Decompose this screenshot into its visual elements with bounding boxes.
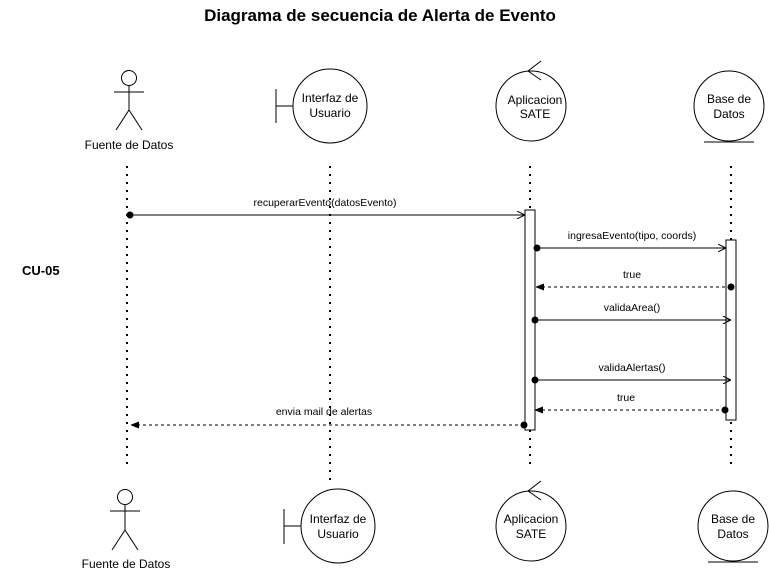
message-valida-alertas: validaAlertas(): [531, 362, 731, 384]
control-label-bottom-2: SATE: [516, 527, 546, 541]
control-label-top-1: Aplicacion: [508, 93, 563, 107]
entity-label-top-2: Datos: [713, 107, 744, 121]
boundary-top: [275, 68, 368, 144]
message-return-true-2: true: [536, 392, 729, 414]
entity-icon: [697, 490, 769, 562]
actor-top: [114, 70, 144, 131]
actor-icon: [117, 489, 133, 505]
message-label: validaArea(): [604, 302, 661, 314]
message-envia-mail: envia mail de alertas: [132, 406, 528, 429]
control-icon: [495, 70, 567, 142]
boundary-label-bottom-2: Usuario: [317, 527, 359, 541]
page-title: Diagrama de secuencia de Alerta de Event…: [204, 6, 556, 25]
control-top: [495, 60, 567, 142]
message-label: envia mail de alertas: [276, 406, 372, 418]
entity-bottom: [697, 490, 769, 563]
boundary-bottom: [283, 488, 376, 564]
message-label: ingresaEvento(tipo, coords): [568, 230, 696, 242]
control-label-bottom-1: Aplicacion: [504, 512, 559, 526]
boundary-label-bottom-1: Interfaz de: [310, 512, 367, 526]
actor-icon: [121, 70, 137, 86]
actor-label-top: Fuente de Datos: [85, 138, 174, 152]
entity-top: [693, 70, 765, 143]
boundary-label-top-2: Usuario: [309, 106, 351, 120]
actor-label-bottom: Fuente de Datos: [82, 557, 171, 571]
message-label: true: [623, 269, 641, 281]
message-return-true-1: true: [537, 269, 735, 291]
message-label: validaAlertas(): [598, 362, 665, 374]
entity-icon: [693, 70, 765, 142]
entity-label-bottom-1: Base de: [711, 512, 755, 526]
activation-bar-entity: [725, 239, 737, 421]
control-icon: [495, 490, 567, 562]
use-case-label: CU-05: [22, 263, 60, 278]
message-ingresa-evento: ingresaEvento(tipo, coords): [533, 230, 726, 252]
entity-label-bottom-2: Datos: [717, 527, 748, 541]
message-recuperar-evento: recuperarEvento(datosEvento): [126, 197, 525, 219]
message-label: recuperarEvento(datosEvento): [254, 197, 397, 209]
control-label-top-2: SATE: [520, 107, 550, 121]
actor-bottom: [110, 489, 140, 551]
lifelines: [126, 166, 732, 482]
boundary-label-top-1: Interfaz de: [302, 91, 359, 105]
control-bottom: [495, 480, 567, 562]
entity-label-top-1: Base de: [707, 92, 751, 106]
message-label: true: [617, 392, 635, 404]
message-valida-area: validaArea(): [531, 302, 731, 324]
